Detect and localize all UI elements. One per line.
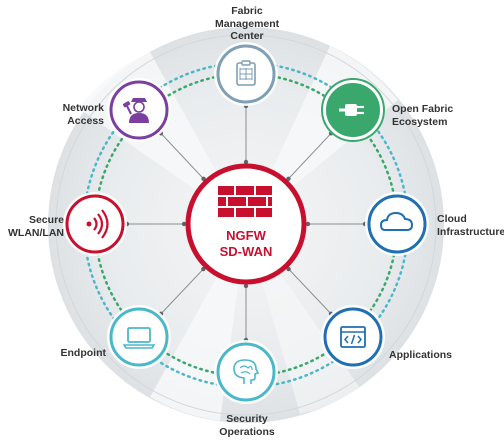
node-endpoint: [107, 305, 171, 369]
center-title-line2: SD-WAN: [220, 244, 273, 259]
brain-head-icon: [233, 359, 260, 384]
label-open-fabric-ecosystem: Open Fabric Ecosystem: [392, 103, 454, 128]
node-ring: [109, 307, 169, 367]
node-ring: [367, 194, 427, 254]
nodes: [63, 42, 429, 404]
outer-thin-ring: [55, 34, 437, 416]
spoke-dot-secure-wlan-lan-0: [181, 221, 187, 227]
label-network-access: Network Access: [62, 102, 104, 127]
code-window-icon: [340, 326, 366, 348]
label-fabric-management-center: Fabric Management Center: [215, 5, 280, 42]
firewall-brick-icon: [218, 186, 272, 217]
laptop-icon: [122, 327, 156, 349]
node-ring: [65, 194, 125, 254]
center-outer-ring: [185, 163, 307, 285]
clipboard-grid-icon: [236, 60, 256, 86]
spoke-dot-security-operations-0: [243, 283, 249, 289]
security-guard-icon: [122, 98, 149, 123]
label-applications: Applications: [389, 349, 453, 361]
node-security-operations: [214, 340, 278, 404]
label-secure-wlan-lan: Secure WLAN/LAN: [8, 214, 64, 239]
label-cloud-infrastructure: Cloud Infrastructure: [437, 213, 504, 238]
cloud-icon: [379, 211, 414, 231]
node-open-fabric-ecosystem: [321, 78, 385, 142]
label-endpoint: Endpoint: [60, 347, 107, 359]
center-title-line1: NGFW: [226, 228, 266, 243]
wireless-signal-icon: [86, 209, 109, 239]
node-secure-wlan-lan: [63, 192, 127, 256]
spoke-dot-cloud-infrastructure-0: [305, 221, 311, 227]
node-outer-ring: [321, 78, 385, 142]
node-network-access: [107, 78, 171, 142]
spoke-dot-fabric-management-center-0: [243, 159, 249, 165]
plug-icon: [339, 104, 364, 116]
node-applications: [321, 305, 385, 369]
node-fabric-management-center: [214, 42, 278, 106]
node-ring: [323, 307, 383, 367]
node-cloud-infrastructure: [365, 192, 429, 256]
label-security-operations: Security Operations: [219, 413, 275, 438]
